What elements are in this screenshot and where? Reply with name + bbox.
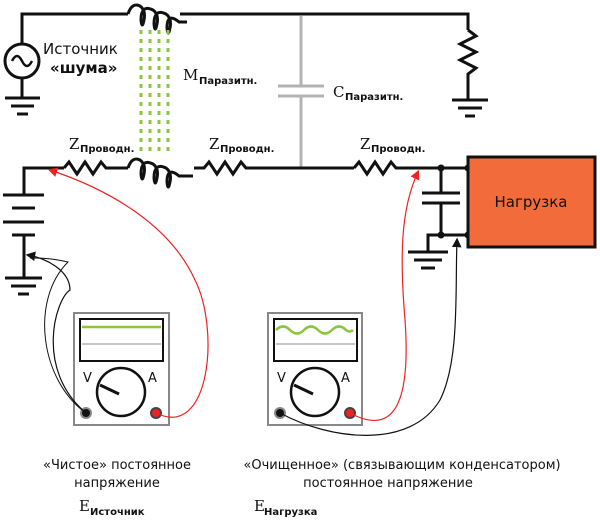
filtered-dc-caption-2: постоянное напряжение (303, 476, 473, 491)
ground-battery (5, 276, 42, 296)
noise-circuit (5, 3, 488, 118)
ripple-trace (275, 325, 354, 335)
wire-resistor-1 (62, 159, 128, 177)
e-load-symbol: E (254, 497, 265, 515)
ground-load (408, 250, 448, 270)
filtered-dc-caption-1: «Очищенное» (связывающим конденсатором) (243, 458, 560, 473)
e-source-symbol: E (79, 497, 90, 515)
meter-dial[interactable] (95, 366, 147, 418)
battery-icon (3, 193, 44, 237)
wire-impedance-3-symbol: Z (360, 135, 370, 153)
parasitic-capacitance-subscript: Паразитн. (345, 92, 403, 103)
meter-screen (79, 318, 164, 362)
load-block (466, 155, 597, 249)
wire-impedance-2-subscript: Проводн. (220, 144, 274, 155)
wire-impedance-1-symbol: Z (69, 135, 79, 153)
probe-red-source[interactable] (47, 167, 209, 418)
ground-noise-source (5, 96, 40, 116)
noise-source-symbol (3, 42, 41, 80)
magnetic-coupling (139, 30, 170, 152)
meter-load (267, 312, 363, 426)
wire-resistor-2 (194, 159, 354, 177)
parasitic-capacitor (278, 16, 324, 168)
e-source-subscript: Источник (90, 507, 145, 518)
meter-source-v-label: V (83, 371, 92, 386)
meter-source-a-label: A (148, 371, 157, 386)
load-label: Нагрузка (495, 193, 568, 211)
wire-resistor-3 (352, 159, 468, 177)
bottom-inductor (126, 157, 193, 189)
mutual-inductance-subscript: Паразитн. (199, 76, 257, 87)
probe-black-load[interactable] (279, 237, 462, 436)
clean-dc-caption-1: «Чистое» постоянное (43, 458, 191, 473)
meter-load-a-label: A (341, 371, 350, 386)
dc-circuit (3, 157, 468, 296)
noise-source-label-1: Источник (43, 40, 118, 58)
top-inductor (126, 3, 187, 35)
decoupling-capacitor (422, 168, 468, 237)
parasitic-capacitance-symbol: C (333, 83, 344, 101)
wire-impedance-2-symbol: Z (209, 135, 219, 153)
sine-icon (10, 54, 34, 68)
e-load-subscript: Нагрузка (264, 507, 317, 518)
noise-source-label-2: «шума» (50, 59, 117, 77)
clean-dc-caption-2: напряжение (74, 476, 160, 491)
noise-wire-right (180, 12, 470, 30)
meter-load-v-label: V (277, 371, 286, 386)
mutual-inductance-symbol: M (183, 66, 198, 84)
probe-red-load[interactable] (349, 169, 420, 421)
noise-load-resistor (456, 28, 480, 100)
dial-pointer (293, 383, 314, 396)
probe-black-source[interactable] (25, 251, 87, 414)
meter-screen (273, 318, 358, 362)
wire-impedance-1-subscript: Проводн. (80, 144, 134, 155)
meter-dial[interactable] (289, 366, 341, 418)
dial-pointer (99, 383, 120, 396)
meter-source (73, 312, 170, 426)
wire-impedance-3-subscript: Проводн. (371, 144, 425, 155)
ground-right-top (452, 98, 488, 118)
